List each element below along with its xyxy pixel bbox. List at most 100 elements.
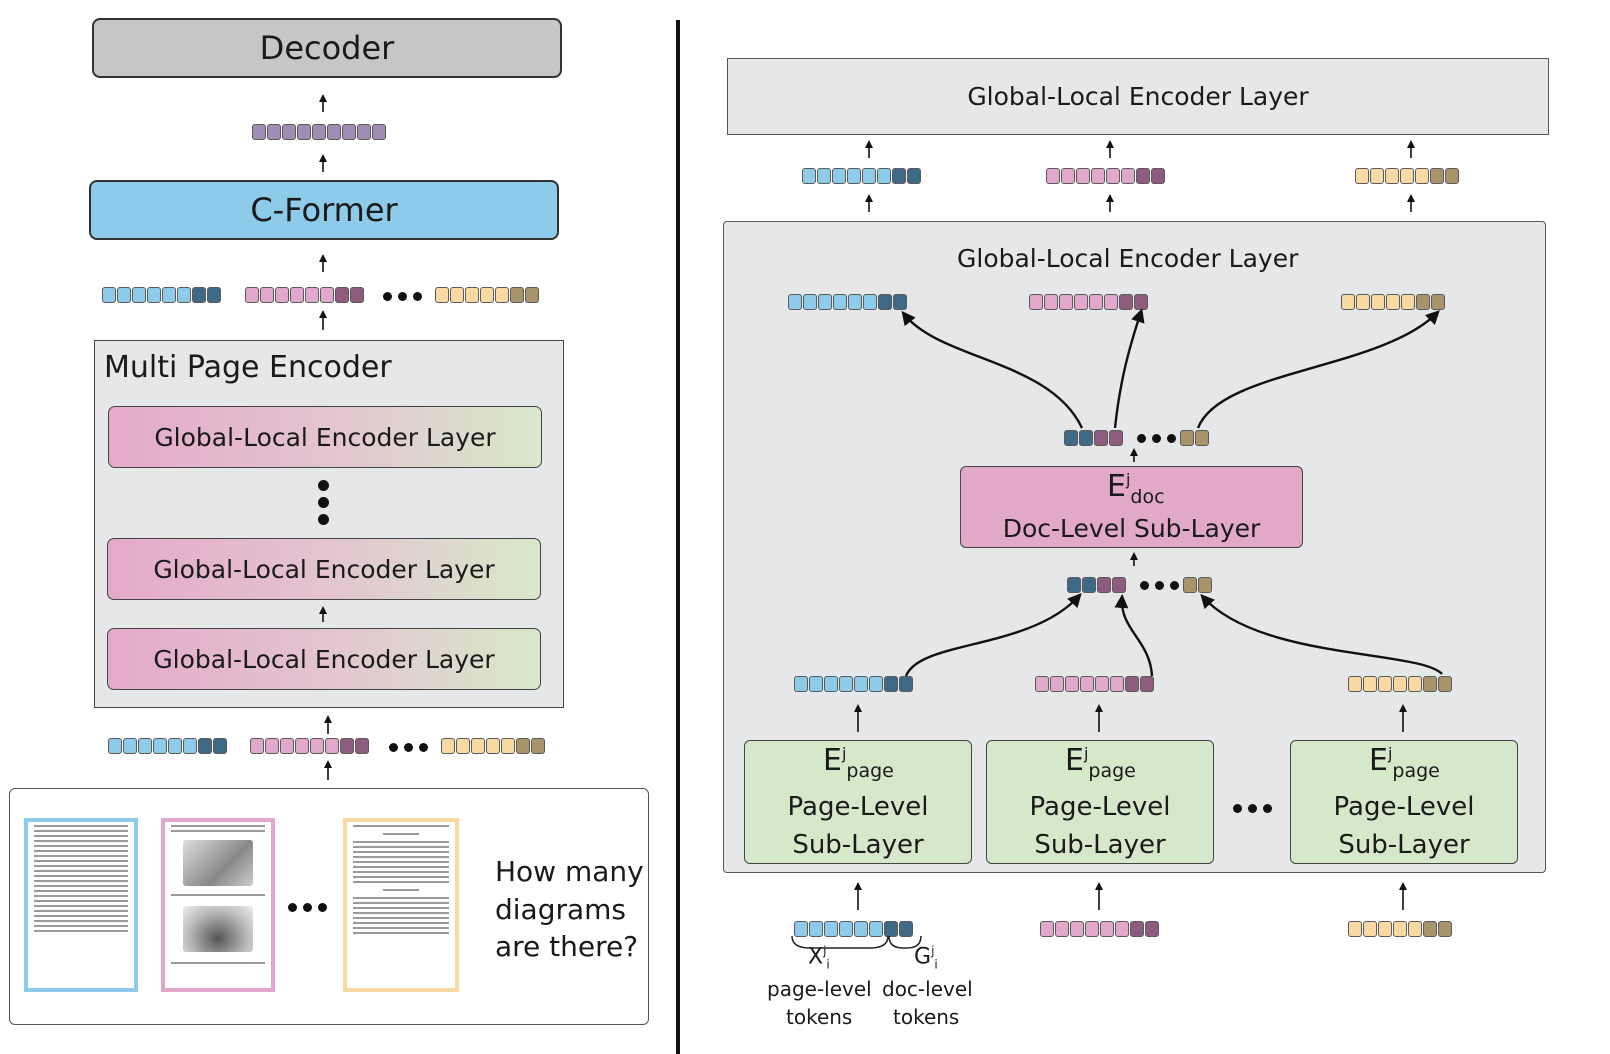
token <box>1408 921 1422 937</box>
top-encoder-layer-label: Global-Local Encoder Layer <box>967 82 1309 111</box>
token <box>907 168 921 184</box>
top-out-pink-tokens <box>1046 168 1165 184</box>
page-layer-3-line2: Sub-Layer <box>1338 830 1470 860</box>
token <box>357 124 371 140</box>
token <box>1112 577 1126 593</box>
left-cformer-yellow-tokens <box>435 287 539 303</box>
question-line-1: How many <box>495 855 644 888</box>
token <box>305 287 319 303</box>
token <box>833 294 847 310</box>
pages-ellipsis <box>288 903 327 912</box>
token <box>1079 430 1093 446</box>
page-level-tokens-line2: tokens <box>786 1005 853 1029</box>
decoder-box: Decoder <box>92 18 562 78</box>
token <box>312 124 326 140</box>
token <box>1121 168 1135 184</box>
token <box>809 676 823 692</box>
token <box>1423 676 1437 692</box>
token <box>1415 168 1429 184</box>
token <box>1378 921 1392 937</box>
token <box>153 738 167 754</box>
left-input-ellipsis <box>389 743 428 752</box>
token <box>893 294 907 310</box>
page-layer-2-line1: Page-Level <box>1029 792 1171 822</box>
token <box>177 287 191 303</box>
token <box>1100 921 1114 937</box>
inner-encoder-layer-title: Global-Local Encoder Layer <box>957 244 1299 273</box>
token <box>1085 921 1099 937</box>
left-input-yellow-tokens <box>441 738 545 754</box>
page-layer-3-symbol: Ejpage <box>1369 743 1440 782</box>
token <box>1094 430 1108 446</box>
token <box>1348 676 1362 692</box>
page-layer-1-symbol: Ejpage <box>823 743 894 782</box>
token <box>1064 430 1078 446</box>
document-page-thumbnail-yellow <box>343 818 459 992</box>
encoder-layer-3: Global-Local Encoder Layer <box>107 628 541 690</box>
token <box>320 287 334 303</box>
page-layer-1-line2: Sub-Layer <box>792 830 924 860</box>
token <box>1180 430 1194 446</box>
token <box>1371 294 1385 310</box>
doc-in-global-tokens-a <box>1067 577 1126 593</box>
token <box>884 676 898 692</box>
token <box>168 738 182 754</box>
token <box>854 921 868 937</box>
token <box>245 287 259 303</box>
page-layers-ellipsis <box>1233 804 1272 813</box>
page-out-pink-tokens <box>1035 676 1154 692</box>
token <box>1401 294 1415 310</box>
token <box>899 676 913 692</box>
doc-out-global-tokens-b <box>1180 430 1209 446</box>
token <box>510 287 524 303</box>
token <box>1438 676 1452 692</box>
top-out-blue-tokens <box>802 168 921 184</box>
token <box>878 294 892 310</box>
token <box>1348 921 1362 937</box>
token <box>1151 168 1165 184</box>
document-page-thumbnail-blue <box>24 818 138 992</box>
vertical-ellipsis <box>318 480 329 525</box>
token <box>1035 676 1049 692</box>
token <box>1136 168 1150 184</box>
token <box>869 676 883 692</box>
token <box>899 921 913 937</box>
token <box>282 124 296 140</box>
token <box>1183 577 1197 593</box>
token <box>794 676 808 692</box>
token <box>1109 430 1123 446</box>
doc-in-global-tokens-b <box>1183 577 1212 593</box>
page-level-sublayer-box-2: Ejpage Page-Level Sub-Layer <box>986 740 1214 864</box>
inner-out-pink-tokens <box>1029 294 1148 310</box>
page-level-tokens-line1: page-level <box>767 977 872 1001</box>
plot-figure-2 <box>183 906 253 952</box>
token <box>192 287 206 303</box>
cformer-label: C-Former <box>250 191 398 229</box>
token <box>213 738 227 754</box>
token <box>1074 294 1088 310</box>
token <box>1055 921 1069 937</box>
token <box>252 124 266 140</box>
token <box>260 287 274 303</box>
encoder-layer-2-label: Global-Local Encoder Layer <box>153 554 495 584</box>
token <box>1070 921 1084 937</box>
token <box>1089 294 1103 310</box>
token <box>1408 676 1422 692</box>
token <box>275 287 289 303</box>
question-line-2: diagrams <box>495 893 627 926</box>
token <box>839 921 853 937</box>
doc-level-tokens-line2: tokens <box>893 1005 960 1029</box>
left-input-pink-tokens <box>250 738 369 754</box>
token <box>1385 168 1399 184</box>
token <box>1110 676 1124 692</box>
panel-divider <box>676 20 680 1054</box>
token <box>162 287 176 303</box>
token <box>310 738 324 754</box>
token <box>250 738 264 754</box>
cformer-box: C-Former <box>89 180 559 240</box>
token <box>1080 676 1094 692</box>
token <box>1386 294 1400 310</box>
token <box>848 294 862 310</box>
doc-in-global-tokens-ellipsis <box>1140 581 1179 590</box>
token <box>1040 921 1054 937</box>
